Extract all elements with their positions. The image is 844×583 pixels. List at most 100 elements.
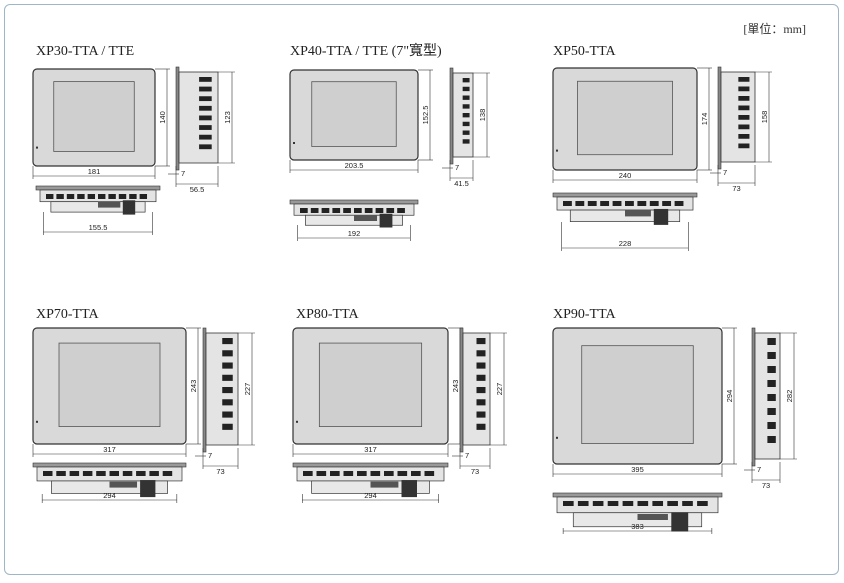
side-view bbox=[205, 332, 239, 446]
vent-slot bbox=[386, 208, 395, 213]
side-height-label: 227 bbox=[495, 383, 504, 396]
vent-slot bbox=[637, 201, 647, 206]
vent-slot bbox=[316, 471, 327, 476]
vent-slot bbox=[462, 78, 470, 83]
vent-slot bbox=[370, 471, 381, 476]
bezel-thickness-label: 7 bbox=[465, 451, 469, 460]
model-title: XP30-TTA / TTE bbox=[36, 44, 134, 59]
vent-slot bbox=[625, 201, 634, 206]
port-connector bbox=[354, 215, 378, 221]
bezel-thickness-label: 7 bbox=[181, 169, 185, 178]
vent-slot bbox=[222, 338, 233, 345]
vent-slot bbox=[162, 471, 173, 476]
vent-slot bbox=[738, 86, 750, 92]
side-bezel bbox=[751, 327, 756, 467]
vent-slot bbox=[462, 113, 470, 118]
vent-slot bbox=[411, 471, 421, 476]
front-height-label: 243 bbox=[451, 380, 460, 393]
vent-slot bbox=[300, 208, 308, 213]
led-indicator bbox=[296, 420, 298, 423]
vent-slot bbox=[674, 201, 684, 206]
vent-slot bbox=[343, 471, 354, 476]
vent-slot bbox=[476, 387, 486, 394]
vent-slot bbox=[108, 194, 116, 199]
vent-slot bbox=[592, 501, 604, 506]
port-connector bbox=[625, 210, 651, 217]
port-connector bbox=[637, 514, 668, 520]
vent-slot bbox=[476, 399, 486, 406]
bottom-width-label: 294 bbox=[364, 491, 377, 500]
vent-slot bbox=[476, 423, 486, 430]
vent-slot bbox=[738, 115, 750, 120]
vent-slot bbox=[462, 130, 470, 135]
bottom-width-label: 192 bbox=[348, 229, 361, 238]
vent-slot bbox=[738, 96, 750, 101]
vent-slot bbox=[332, 208, 341, 213]
bottom-width-label: 228 bbox=[619, 239, 632, 248]
power-terminal bbox=[401, 480, 417, 498]
power-terminal bbox=[653, 208, 669, 225]
vent-slot bbox=[109, 471, 119, 476]
vent-slot bbox=[129, 194, 137, 199]
model-title: XP90-TTA bbox=[553, 307, 617, 322]
bottom-bezel bbox=[35, 185, 161, 191]
port-connector bbox=[98, 201, 121, 208]
vent-slot bbox=[767, 338, 776, 345]
vent-slot bbox=[56, 471, 66, 476]
depth-label: 41.5 bbox=[454, 179, 469, 188]
vent-slot bbox=[77, 194, 85, 199]
depth-label: 73 bbox=[471, 467, 479, 476]
vent-slot bbox=[199, 134, 212, 140]
vent-slot bbox=[738, 124, 750, 130]
depth-label: 73 bbox=[216, 467, 224, 476]
vent-slot bbox=[310, 208, 319, 213]
led-indicator bbox=[293, 142, 295, 144]
screen-area bbox=[58, 342, 161, 427]
vent-slot bbox=[222, 399, 233, 406]
vent-slot bbox=[767, 380, 776, 387]
vent-slot bbox=[563, 501, 574, 506]
side-bezel bbox=[459, 327, 464, 453]
vent-slot bbox=[697, 501, 708, 506]
vent-slot bbox=[330, 471, 340, 476]
screen-area bbox=[318, 342, 423, 427]
bottom-width-label: 155.5 bbox=[89, 223, 108, 232]
front-width-label: 317 bbox=[103, 445, 116, 454]
port-connector bbox=[370, 481, 399, 488]
power-terminal bbox=[379, 213, 393, 228]
vent-slot bbox=[222, 387, 233, 394]
vent-slot bbox=[738, 134, 750, 139]
side-view bbox=[178, 71, 219, 164]
vent-slot bbox=[199, 125, 212, 130]
depth-label: 73 bbox=[762, 481, 770, 490]
bottom-bezel bbox=[552, 492, 723, 498]
vent-slot bbox=[649, 201, 659, 206]
screen-area bbox=[581, 345, 694, 444]
vent-slot bbox=[222, 350, 233, 357]
vent-slot bbox=[199, 105, 212, 111]
vent-slot bbox=[139, 194, 148, 199]
power-terminal bbox=[140, 480, 156, 498]
vent-slot bbox=[66, 194, 75, 199]
vent-slot bbox=[607, 501, 619, 506]
vent-slot bbox=[767, 366, 776, 373]
side-view bbox=[720, 71, 756, 163]
front-width-label: 317 bbox=[364, 445, 377, 454]
vent-slot bbox=[222, 362, 233, 369]
led-indicator bbox=[556, 436, 558, 439]
screen-area bbox=[53, 81, 135, 152]
vent-slot bbox=[637, 501, 649, 506]
led-indicator bbox=[36, 420, 38, 423]
vent-slot bbox=[767, 394, 776, 401]
port-connector bbox=[109, 481, 138, 488]
diagram-frame bbox=[4, 4, 839, 575]
vent-slot bbox=[622, 501, 634, 506]
vent-slot bbox=[612, 201, 622, 206]
bezel-thickness-label: 7 bbox=[208, 451, 212, 460]
vent-slot bbox=[87, 194, 96, 199]
vent-slot bbox=[682, 501, 693, 506]
led-indicator bbox=[556, 149, 558, 152]
